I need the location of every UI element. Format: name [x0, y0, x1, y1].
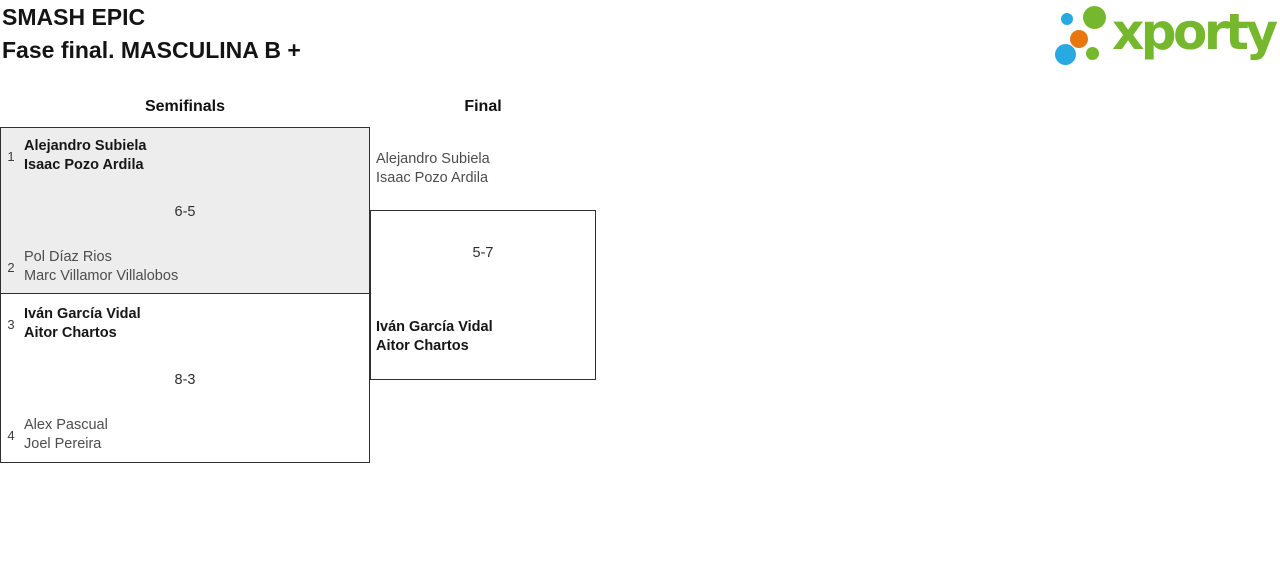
semifinal2-team1-slot: 3 Iván García Vidal Aitor Chartos [0, 305, 370, 343]
logo-dot-green-large-icon [1083, 6, 1106, 29]
phase-subtitle: Fase final. MASCULINA B + [2, 37, 301, 63]
round-header-final: Final [464, 98, 502, 115]
player-name: Marc Villamor Villalobos [24, 268, 179, 284]
semifinal1-team1-slot: 1 Alejandro Subiela Isaac Pozo Ardila [0, 137, 370, 175]
logo-dot-blue-large-icon [1055, 44, 1076, 65]
player-name: Alex Pascual [24, 417, 108, 433]
player-name: Iván García Vidal [376, 319, 493, 335]
seed-number: 1 [7, 148, 15, 164]
player-name: Joel Pereira [24, 436, 102, 452]
seed-number: 2 [7, 259, 15, 275]
player-name: Iván García Vidal [24, 306, 141, 322]
semifinal1-score: 6-5 [174, 204, 196, 220]
final-team1: Alejandro Subiela Isaac Pozo Ardila [376, 150, 590, 188]
page-title-block: SMASH EPIC Fase final. MASCULINA B + [2, 1, 301, 67]
final-team2-winner: Iván García Vidal Aitor Chartos [376, 318, 590, 356]
semifinal2-team2-slot: 4 Alex Pascual Joel Pereira [0, 416, 370, 454]
semifinal2-match-box [0, 293, 370, 463]
player-name: Alejandro Subiela [376, 151, 490, 167]
logo-wordmark: xporty [1112, 3, 1278, 61]
team-players: Pol Díaz Rios Marc Villamor Villalobos [24, 248, 178, 286]
seed-number: 4 [7, 427, 15, 443]
final-score: 5-7 [472, 245, 494, 261]
player-name: Pol Díaz Rios [24, 249, 112, 265]
round-header-semifinals: Semifinals [144, 98, 226, 115]
player-name: Alejandro Subiela [24, 138, 147, 154]
seed-number: 3 [7, 316, 15, 332]
logo-dot-green-small-icon [1086, 47, 1099, 60]
team-players: Iván García Vidal Aitor Chartos [24, 305, 141, 343]
player-name: Isaac Pozo Ardila [24, 157, 144, 173]
logo-dot-orange-icon [1070, 30, 1088, 48]
semifinal2-score: 8-3 [174, 372, 196, 388]
player-name: Isaac Pozo Ardila [376, 170, 489, 186]
tournament-title: SMASH EPIC [2, 4, 146, 30]
player-name: Aitor Chartos [376, 338, 469, 354]
semifinal1-team2-slot: 2 Pol Díaz Rios Marc Villamor Villalobos [0, 248, 370, 286]
team-players: Alex Pascual Joel Pereira [24, 416, 108, 454]
semifinal1-match-box [0, 127, 370, 294]
logo-dot-blue-small-icon [1061, 13, 1073, 25]
final-match-box [370, 210, 596, 380]
team-players: Alejandro Subiela Isaac Pozo Ardila [24, 137, 146, 175]
player-name: Aitor Chartos [24, 325, 117, 341]
